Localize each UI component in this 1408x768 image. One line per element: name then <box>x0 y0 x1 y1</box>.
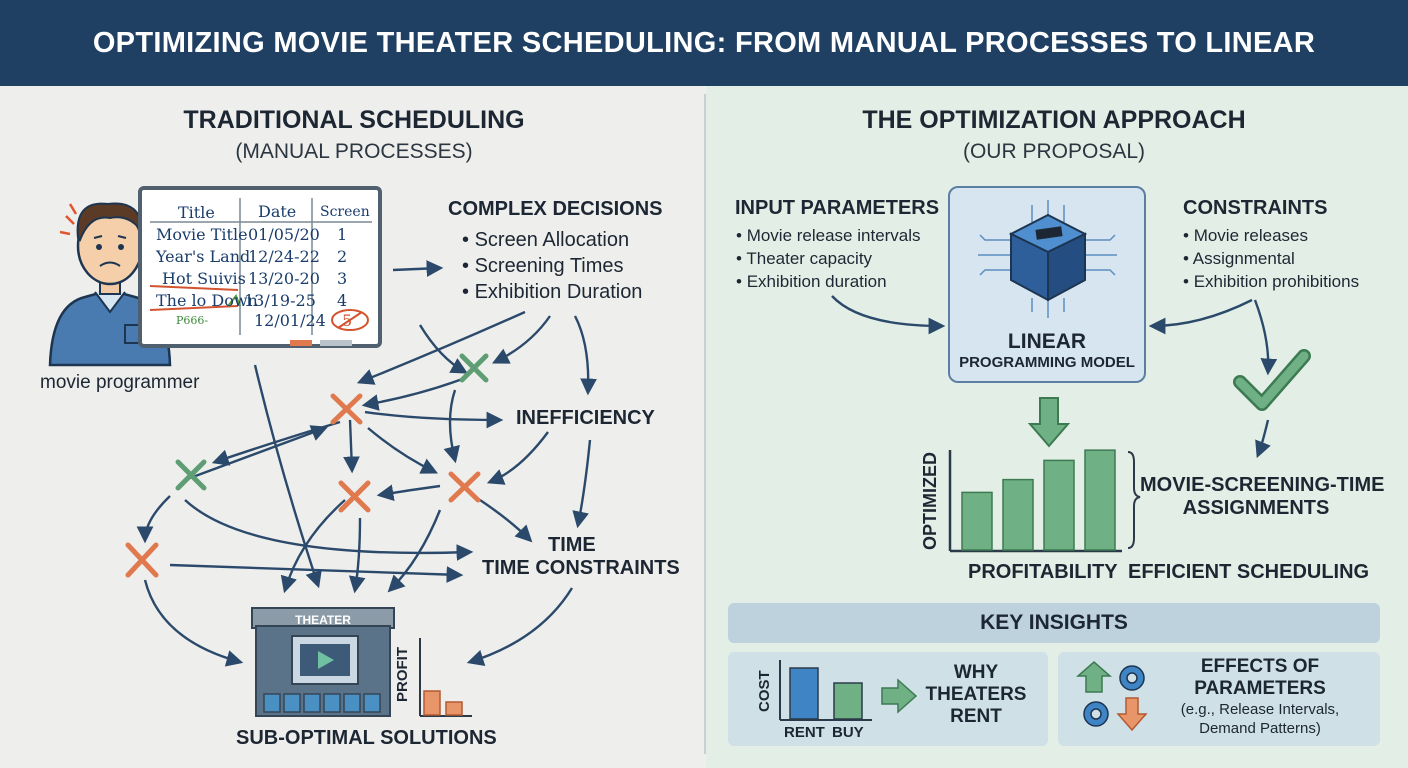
list-item: Assignmental <box>1183 247 1359 270</box>
list-item: Screen Allocation <box>462 227 642 253</box>
why-theaters-rent: WHY THEATERS RENT <box>920 662 1032 728</box>
lp-model-line1: LINEAR <box>1007 330 1087 353</box>
left-subtitle: (MANUAL PROCESSES) <box>235 140 473 163</box>
complex-decisions-list: Screen Allocation Screening Times Exhibi… <box>462 227 643 305</box>
effects-line: Demand Patterns) <box>1199 720 1321 737</box>
rent-label: RENT <box>784 724 825 741</box>
list-item: Theater capacity <box>736 247 921 270</box>
constraints-list: Movie releases Assignmental Exhibition p… <box>1183 224 1359 293</box>
page-title: OPTIMIZING MOVIE THEATER SCHEDULING: FRO… <box>92 27 1316 145</box>
up-arrow-icon <box>1076 661 1112 693</box>
time-constraints-label: TIME CONSTRAINTS <box>482 557 680 579</box>
effects-line: (e.g., Release Intervals, <box>1180 701 1340 718</box>
right-arrow-icon <box>881 678 918 714</box>
failure-marks <box>125 353 489 578</box>
input-params-heading: INPUT PARAMETERS <box>735 197 940 219</box>
time-label: TIME <box>548 534 596 556</box>
wb-cell: Movie Title <box>156 225 248 244</box>
list-item: Exhibition prohibitions <box>1183 270 1359 293</box>
wb-cell: 2 <box>337 247 348 266</box>
key-insights-heading: KEY INSIGHTS <box>980 611 1128 634</box>
header-bar: OPTIMIZING MOVIE THEATER SCHEDULING: FRO… <box>0 0 1408 145</box>
wb-cell: 13/19-25 <box>244 291 316 310</box>
wb-cell: The lo Down <box>156 291 258 310</box>
effects-card <box>1058 652 1380 746</box>
effects-text: EFFECTS OF PARAMETERS (e.g., Release Int… <box>1160 656 1360 738</box>
wb-cell: 01/05/20 <box>248 225 320 244</box>
theater-building <box>251 607 472 717</box>
chart-bar <box>1043 459 1075 551</box>
why-line: RENT <box>950 706 1002 727</box>
wb-cell: 12/24-22 <box>248 247 320 266</box>
why-line: WHY <box>953 662 999 683</box>
rent-buy-chart <box>779 660 918 721</box>
whiteboard <box>138 186 382 348</box>
wb-cell: 4 <box>337 291 348 310</box>
suboptimal-label: SUB-OPTIMAL SOLUTIONS <box>236 727 497 749</box>
buy-label: BUY <box>832 724 864 741</box>
cube-icon <box>978 200 1117 318</box>
right-title: THE OPTIMIZATION APPROACH <box>862 106 1246 134</box>
wb-cell: 5 <box>342 311 353 330</box>
efficient-scheduling-label: EFFICIENT SCHEDULING <box>1128 561 1370 583</box>
input-params-list: Movie release intervals Theater capacity… <box>736 224 921 293</box>
panel-divider <box>704 94 706 754</box>
why-line: THEATERS <box>925 684 1027 705</box>
chart-bar <box>961 491 993 551</box>
wb-cell: 3 <box>337 269 348 288</box>
wb-header: Date <box>258 202 297 221</box>
key-insights-bar <box>728 603 1380 643</box>
right-subtitle: (OUR PROPOSAL) <box>962 140 1146 163</box>
wb-header: Title <box>178 203 215 222</box>
assignments-line1: MOVIE-SCREENING-TIME <box>1140 474 1385 496</box>
constraints-heading: CONSTRAINTS <box>1183 197 1328 219</box>
wb-cell: Hot Suivis <box>162 269 246 288</box>
rent-buy-bars <box>789 667 863 720</box>
gear-icon <box>1083 701 1109 727</box>
wb-cell: 13/20-20 <box>248 269 320 288</box>
effects-line: EFFECTS OF <box>1200 656 1320 677</box>
right-arrows <box>831 295 1278 459</box>
list-item: Screening Times <box>462 253 642 279</box>
gear-icon <box>1119 665 1145 691</box>
left-title: TRADITIONAL SCHEDULING <box>183 106 525 134</box>
optimized-chart-axes <box>948 449 1141 553</box>
effects-line: PARAMETERS <box>1194 678 1326 699</box>
chart-bar <box>1002 478 1034 551</box>
buy-bar <box>833 682 863 720</box>
left-arrows <box>136 260 597 667</box>
list-item: Movie releases <box>1183 224 1359 247</box>
effects-icons <box>1076 661 1148 732</box>
list-item: Movie release intervals <box>736 224 921 247</box>
list-item: Exhibition Duration <box>462 279 643 305</box>
complex-decisions-heading: COMPLEX DECISIONS <box>448 198 663 220</box>
optimized-bars <box>961 449 1116 551</box>
wb-cell: 12/01/24 <box>254 311 326 330</box>
assignments-line2: ASSIGNMENTS <box>1182 497 1330 519</box>
lp-model-line2: PROGRAMMING MODEL <box>959 354 1135 371</box>
cost-label: COST <box>756 670 773 712</box>
optimized-axis-label: OPTIMIZED <box>920 452 940 550</box>
theater-sign: THEATER <box>295 613 351 627</box>
down-arrow-icon <box>1027 397 1071 448</box>
wb-cell: 1 <box>337 225 348 244</box>
profit-label: PROFIT <box>394 647 411 702</box>
wb-header: Screen <box>320 204 370 220</box>
wb-cell: Year's Land <box>156 247 251 266</box>
wb-cell: P666- <box>176 314 209 327</box>
profitability-label: PROFITABILITY <box>968 561 1118 583</box>
person-label: movie programmer <box>40 372 200 393</box>
rent-bar <box>789 667 819 720</box>
list-item: Exhibition duration <box>736 270 921 293</box>
inefficiency-label: INEFFICIENCY <box>516 407 655 429</box>
chart-bar <box>1084 449 1116 551</box>
down-arrow-orange-icon <box>1116 697 1148 732</box>
